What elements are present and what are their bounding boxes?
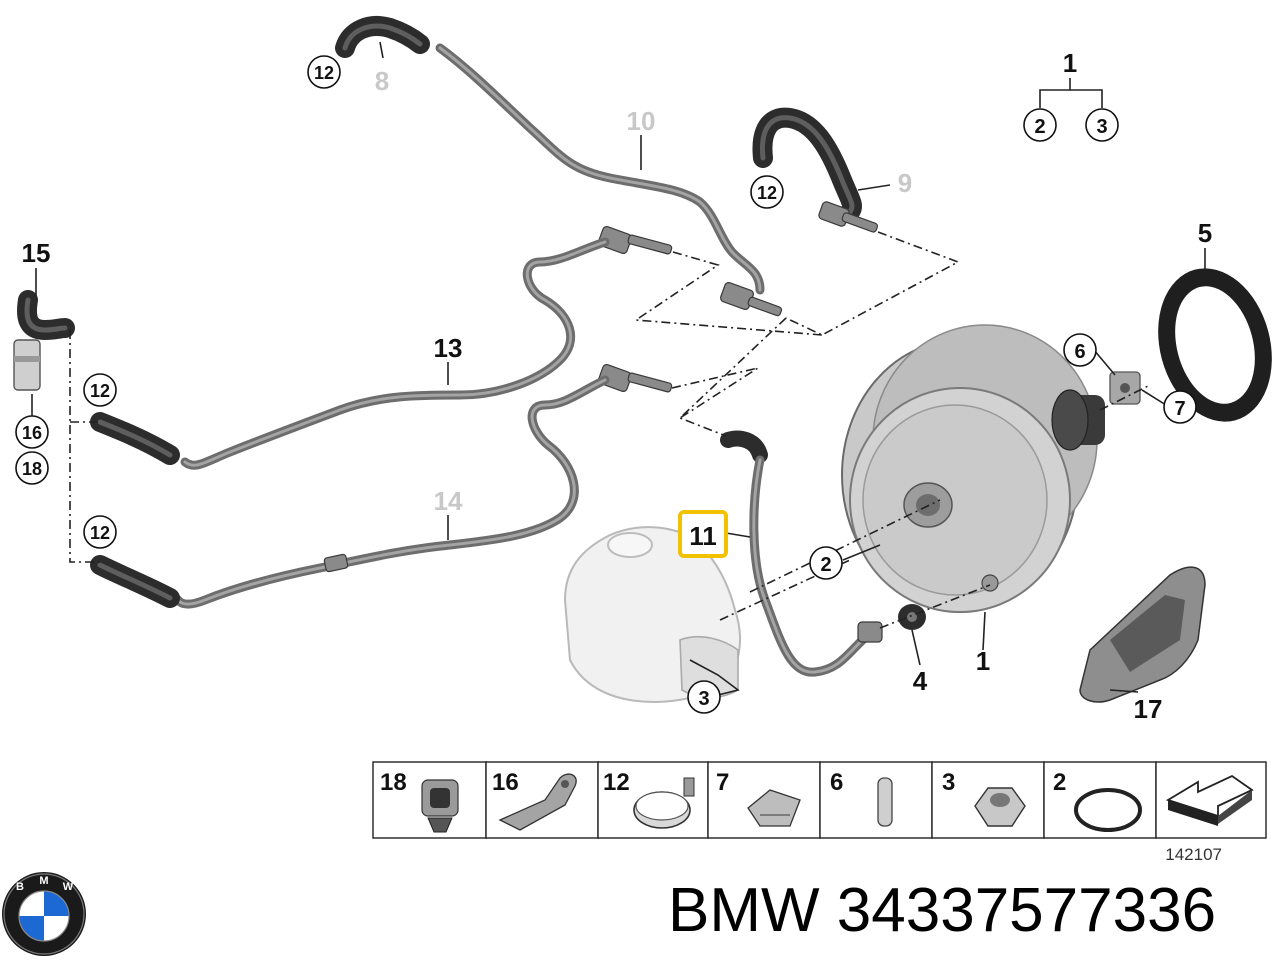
- legend-label-2: 2: [1053, 769, 1066, 796]
- callout-11-highlight: [678, 510, 728, 558]
- spring-clip-7-part: [747, 789, 801, 827]
- callout-18: 18: [22, 459, 42, 479]
- legend-label-3: 3: [942, 769, 955, 796]
- leader-lines: [31, 41, 1206, 696]
- callout-11: 11: [689, 521, 717, 551]
- callout-9: 9: [898, 168, 912, 198]
- gasket-5: [1158, 268, 1272, 422]
- callout-17: 17: [1134, 694, 1163, 724]
- hose-8: [335, 16, 430, 58]
- part-number: 34337577336: [836, 876, 1217, 945]
- callout-4: 4: [913, 666, 928, 696]
- legend-label-18: 18: [380, 769, 407, 796]
- hose-12-lower: [90, 555, 180, 608]
- callout-6: 6: [1074, 341, 1085, 363]
- hose-15: [13, 290, 75, 391]
- o-ring-2-part: [1074, 788, 1142, 832]
- callout-12-a: 12: [314, 63, 334, 83]
- logo-letter-b: B: [16, 881, 24, 893]
- bracket-16-part: [498, 773, 577, 831]
- callout-2-mid: 2: [820, 554, 831, 576]
- hose-9: [752, 107, 862, 222]
- legend-label-16: 16: [492, 769, 519, 796]
- callout-15: 15: [22, 238, 51, 268]
- callout-14: 14: [434, 486, 463, 516]
- callout-1-top: 1: [1063, 48, 1077, 78]
- callout-7: 7: [1174, 398, 1185, 420]
- hose-12-upper: [90, 412, 180, 465]
- brake-fluid-reservoir: [563, 526, 741, 703]
- callout-3-top: 3: [1096, 116, 1107, 138]
- brand-name: BMW: [668, 876, 820, 945]
- callout-12-b: 12: [757, 183, 777, 203]
- brake-booster: [841, 324, 1105, 613]
- callout-16: 16: [22, 423, 42, 443]
- hose-13: [180, 237, 610, 470]
- callout-12-c: 12: [90, 381, 110, 401]
- pin-6-part: [877, 777, 893, 827]
- part-caption: BMW 34337577336: [668, 880, 1216, 942]
- clip-18-part: [421, 779, 459, 833]
- callout-3-low: 3: [698, 688, 709, 710]
- legend-label-12: 12: [603, 769, 630, 796]
- callout-12-d: 12: [90, 523, 110, 543]
- grommet-4: [898, 604, 926, 630]
- hose-14: [173, 375, 610, 609]
- drawing-number: 142107: [1165, 845, 1222, 864]
- callout-labels: 1 2 3 5 6 7 12 8 10 12 9 15 13 12 16 18 …: [15, 48, 1212, 724]
- hose-10: [435, 43, 765, 295]
- legend-label-6: 6: [830, 769, 843, 796]
- heat-shield-17: [1079, 566, 1206, 703]
- callout-8: 8: [375, 66, 389, 96]
- bmw-logo: B M W: [2, 872, 86, 956]
- logo-letter-w: W: [63, 881, 74, 893]
- callout-1-low: 1: [976, 646, 990, 676]
- legend-strip: 18 16 12 7 6 3 2: [372, 761, 1267, 864]
- bracket-6: [1109, 371, 1141, 405]
- connector-fittings: [598, 201, 879, 393]
- assembly-lines: [69, 231, 1151, 629]
- hose-11: [720, 430, 883, 677]
- callout-5: 5: [1198, 218, 1212, 248]
- callout-13: 13: [434, 333, 463, 363]
- hose-clamp-12-part: [633, 777, 695, 829]
- logo-letter-m: M: [39, 875, 48, 887]
- callout-10: 10: [627, 106, 656, 136]
- hex-nut-3-part: [974, 787, 1026, 827]
- direction-arrow-symbol: [1165, 774, 1254, 826]
- legend-label-7: 7: [716, 769, 729, 796]
- callout-2-top: 2: [1034, 116, 1045, 138]
